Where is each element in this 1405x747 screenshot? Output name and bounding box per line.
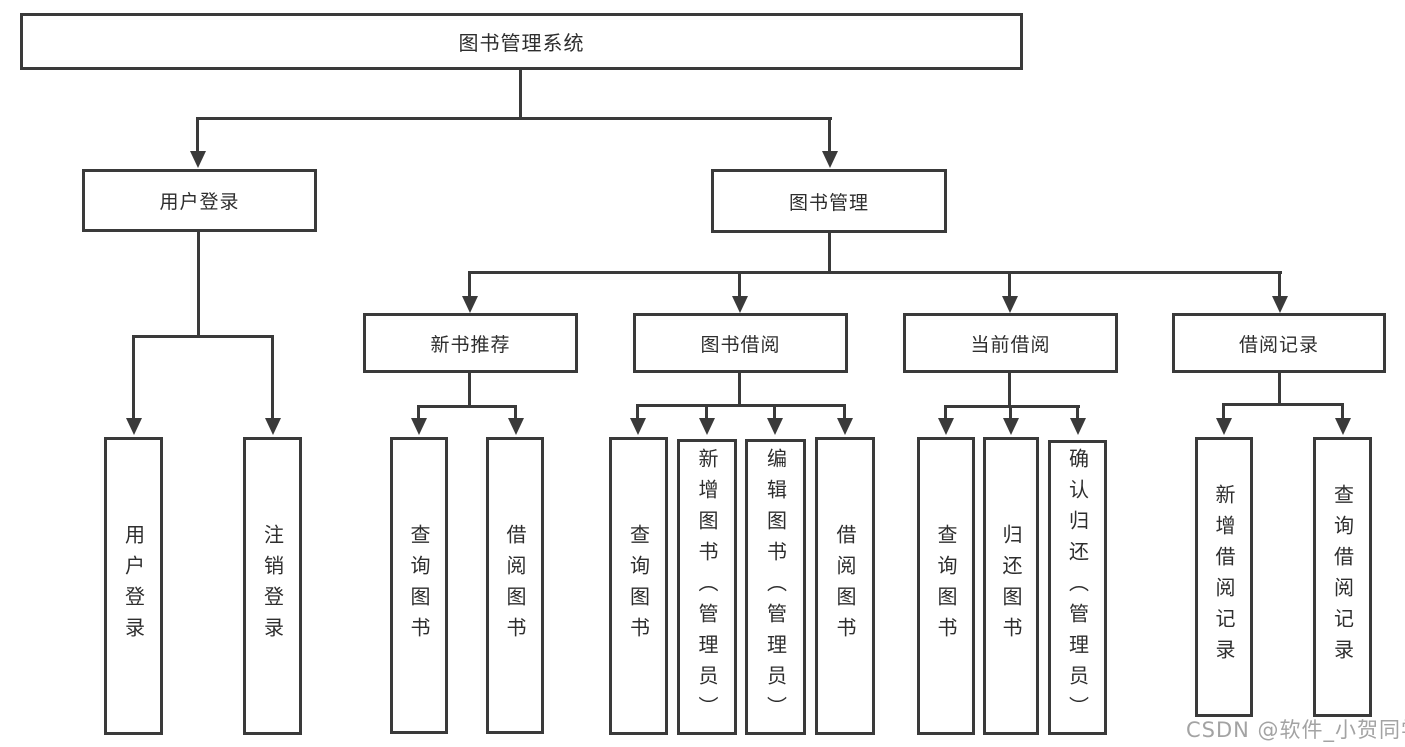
node-library-management-system: 图书管理系统 [20,13,1023,70]
connector-split [636,404,846,407]
arrow-down-icon [837,418,853,435]
leaf-add-borrow-record: 新增借阅记录 [1195,437,1253,717]
connector-to-user-login [196,117,199,154]
leaf-borrow-books: 借阅图书 [815,437,875,735]
arrow-down-icon [822,151,838,168]
leaf-user-login: 用户登录 [104,437,163,735]
arrow-down-icon [1002,296,1018,313]
connector-to-leaf [271,335,274,419]
arrow-down-icon [1272,296,1288,313]
leaf-label: 借阅图书 [833,524,857,648]
arrow-down-icon [411,418,427,435]
connector-level3-split [468,271,1282,274]
leaf-add-books-admin: 新增图书（管理员） [677,439,737,735]
node-book-borrow: 图书借阅 [633,313,848,373]
leaf-borrow-books: 借阅图书 [486,437,544,734]
leaf-label: 新增图书（管理员） [695,447,719,727]
arrow-down-icon [265,418,281,435]
arrow-down-icon [1070,418,1086,435]
connector-stem [1008,373,1011,407]
node-book-management: 图书管理 [711,169,947,233]
connector-to-book-borrow [738,271,741,298]
leaf-return-books: 归还图书 [983,437,1039,735]
connector-to-leaf [514,405,517,419]
connector-stem [1278,373,1281,406]
leaf-label: 新增借阅记录 [1212,484,1236,670]
connector-to-leaf [944,405,947,419]
arrow-down-icon [630,418,646,435]
connector-to-leaf [1076,405,1079,419]
leaf-query-books: 查询图书 [390,437,448,734]
node-label: 图书借阅 [700,333,781,356]
connector-to-leaf [705,404,708,419]
arrow-down-icon [1003,418,1019,435]
connector-root-stem [519,69,522,119]
leaf-label: 查询借阅记录 [1330,484,1355,670]
connector-stem [738,373,741,406]
connector-to-leaf [843,404,846,419]
leaf-label: 借阅图书 [503,523,527,648]
node-current-borrow: 当前借阅 [903,313,1118,373]
arrow-down-icon [126,418,142,435]
node-user-login: 用户登录 [82,169,317,232]
node-new-book-recommend: 新书推荐 [363,313,578,373]
arrow-down-icon [938,418,954,435]
arrow-down-icon [190,151,206,168]
arrow-down-icon [462,296,478,313]
leaf-query-books: 查询图书 [917,437,975,735]
connector-stem [468,373,471,407]
leaf-label: 用户登录 [121,524,146,648]
arrow-down-icon [508,418,524,435]
leaf-label: 编辑图书（管理员） [763,447,788,727]
node-label: 用户登录 [159,191,240,213]
connector-user-login-split [132,335,274,338]
arrow-down-icon [699,418,715,435]
connector-to-leaf [1222,403,1225,419]
connector-to-leaf [1341,403,1344,419]
connector-to-leaf [417,405,420,419]
leaf-query-borrow-record: 查询借阅记录 [1313,437,1372,717]
connector-split [1222,403,1344,406]
node-label: 图书管理系统 [458,31,585,55]
connector-to-current-borrow [1008,271,1011,298]
connector-to-leaf [636,404,639,419]
connector-to-leaf [1009,405,1012,419]
connector-to-leaf [132,335,135,419]
leaf-label: 归还图书 [999,524,1023,648]
connector-to-book-management [828,117,831,154]
connector-to-new-book [468,271,471,298]
leaf-query-books: 查询图书 [609,437,668,735]
leaf-label: 查询图书 [407,523,431,648]
leaf-label: 注销登录 [260,524,285,648]
leaf-label: 查询图书 [934,524,958,648]
node-label: 当前借阅 [970,333,1051,356]
leaf-logout: 注销登录 [243,437,302,735]
arrow-down-icon [1216,418,1232,435]
connector-to-leaf [773,404,776,419]
connector-user-login-stem [197,232,200,337]
node-label: 图书管理 [788,191,869,214]
connector-split [417,405,517,408]
arrow-down-icon [1335,418,1351,435]
node-label: 新书推荐 [430,333,511,356]
leaf-label: 查询图书 [626,524,651,648]
leaf-confirm-return-admin: 确认归还（管理员） [1048,440,1107,735]
connector-book-management-stem [828,233,831,273]
leaf-label: 确认归还（管理员） [1065,448,1090,727]
csdn-watermark: CSDN @软件_小贺同学 [1186,718,1405,742]
connector-to-borrow-records [1278,271,1281,298]
leaf-edit-books-admin: 编辑图书（管理员） [745,439,806,735]
connector-level1-split [196,117,832,120]
arrow-down-icon [767,418,783,435]
node-label: 借阅记录 [1238,333,1319,356]
connector-split [944,405,1080,408]
node-borrow-records: 借阅记录 [1172,313,1386,373]
arrow-down-icon [732,296,748,313]
